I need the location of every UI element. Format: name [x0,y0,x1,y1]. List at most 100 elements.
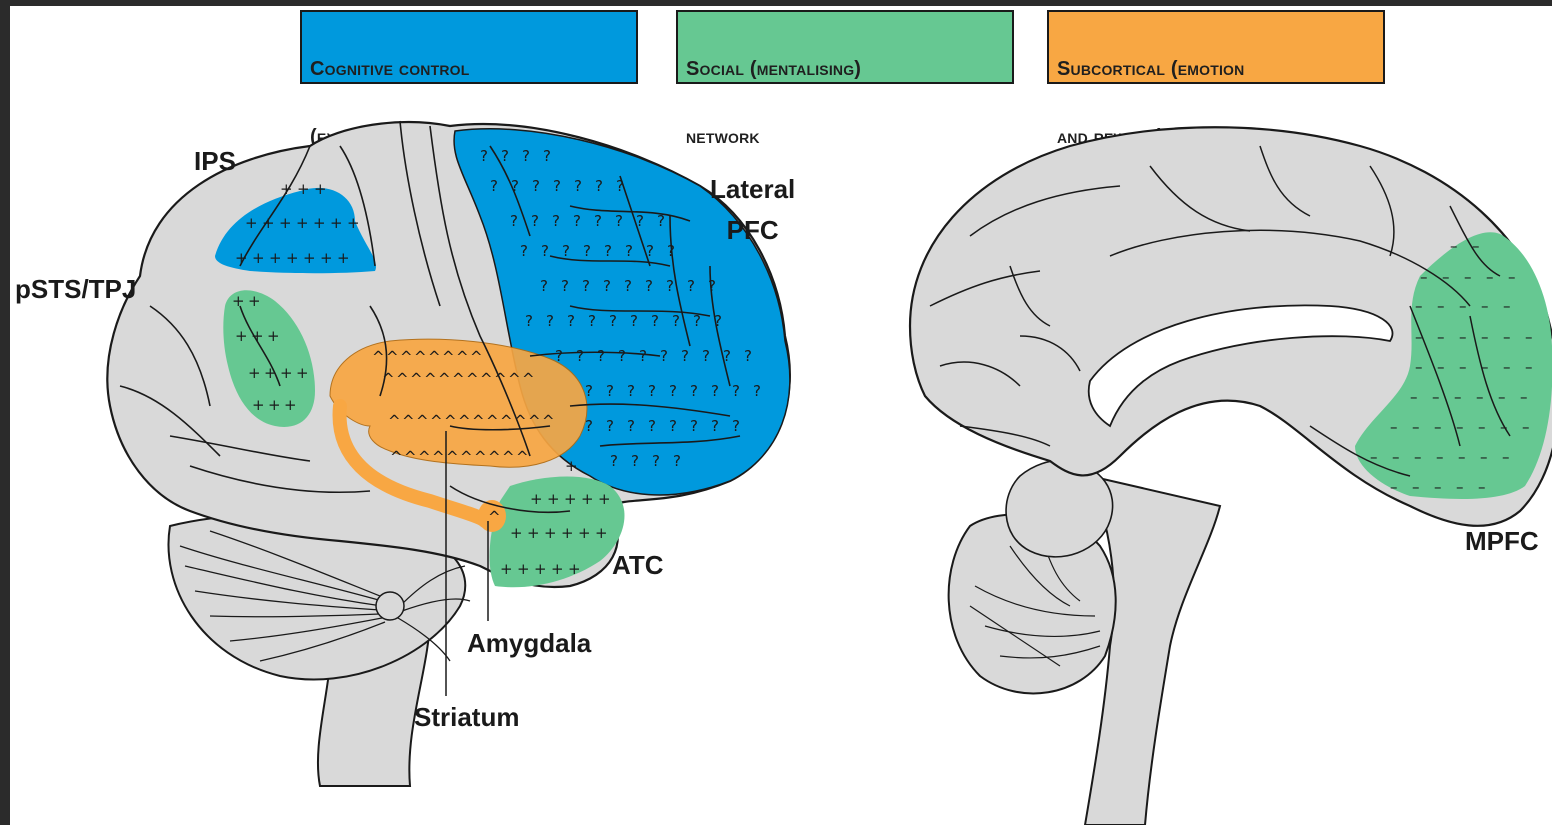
caret-glyph: ^ [438,370,451,388]
plus-glyph: + [534,560,547,578]
dash-glyph: – [1498,388,1506,406]
plus-glyph: + [280,180,293,198]
dash-glyph: – [1454,388,1462,406]
question-mark-glyph: ? [667,242,675,260]
caret-glyph: ^ [486,412,499,430]
question-mark-glyph: ? [543,147,551,165]
plus-glyph: + [517,560,530,578]
caret-glyph: ^ [418,448,431,466]
dash-glyph: – [1456,478,1464,496]
dash-glyph: – [1415,358,1423,376]
plus-glyph: + [269,249,282,267]
plus-glyph: + [267,327,280,345]
caret-glyph: ^ [480,370,493,388]
dash-glyph: – [1502,448,1510,466]
plus-glyph: + [544,524,557,542]
dash-glyph: – [1458,448,1466,466]
question-mark-glyph: ? [690,382,698,400]
caret-glyph: ^ [432,448,445,466]
plus-glyph: + [251,327,264,345]
plus-glyph: + [347,214,360,232]
question-mark-glyph: ? [555,347,563,365]
caret-glyph: ^ [456,348,469,366]
dash-glyph: – [1481,328,1489,346]
caret-glyph: ^ [542,412,555,430]
caret-glyph: ^ [460,448,473,466]
dash-glyph: – [1486,268,1494,286]
label-amygdala: Amygdala [467,628,591,658]
dash-glyph: – [1478,478,1486,496]
caret-glyph: ^ [522,370,535,388]
caret-glyph: ^ [528,412,541,430]
question-mark-glyph: ? [693,312,701,330]
plus-glyph: + [248,364,261,382]
question-mark-glyph: ? [540,277,548,295]
caret-glyph: ^ [514,412,527,430]
question-mark-glyph: ? [636,212,644,230]
plus-glyph: + [252,396,265,414]
question-mark-glyph: ? [690,417,698,435]
question-mark-glyph: ? [567,312,575,330]
plus-glyph: + [286,249,299,267]
question-mark-glyph: ? [561,277,569,295]
dash-glyph: – [1414,448,1422,466]
dash-glyph: – [1420,268,1428,286]
question-mark-glyph: ? [657,212,665,230]
dash-glyph: – [1415,297,1423,315]
caret-glyph: ^ [404,448,417,466]
dash-glyph: – [1456,418,1464,436]
plus-glyph: + [280,364,293,382]
question-mark-glyph: ? [673,452,681,470]
plus-glyph: + [262,214,275,232]
plus-glyph: + [547,490,560,508]
dash-glyph: – [1459,358,1467,376]
caret-glyph: ^ [466,370,479,388]
plus-glyph: + [232,292,245,310]
dash-glyph: – [1432,388,1440,406]
caret-glyph: ^ [428,348,441,366]
label-ips: IPS [194,146,236,176]
dash-glyph: – [1476,388,1484,406]
plus-glyph: + [330,214,343,232]
question-mark-glyph: ? [651,312,659,330]
question-mark-glyph: ? [639,347,647,365]
dash-glyph: – [1437,297,1445,315]
plus-glyph: + [598,490,611,508]
dash-glyph: – [1525,328,1533,346]
diagram-canvas: Cognitive control (executive) network So… [10,6,1552,825]
plus-glyph: + [568,560,581,578]
caret-glyph: ^ [400,348,413,366]
question-mark-glyph: ? [606,417,614,435]
caret-glyph: ^ [458,412,471,430]
plus-glyph: + [500,560,513,578]
question-mark-glyph: ? [753,382,761,400]
dash-glyph: – [1508,268,1516,286]
dash-glyph: – [1392,448,1400,466]
question-mark-glyph: ? [606,382,614,400]
question-mark-glyph: ? [645,277,653,295]
dash-glyph: – [1520,388,1528,406]
plus-glyph: + [235,327,248,345]
plus-glyph: + [303,249,316,267]
question-mark-glyph: ? [603,277,611,295]
dash-glyph: – [1503,297,1511,315]
dash-glyph: – [1436,448,1444,466]
question-mark-glyph: ? [595,177,603,195]
question-mark-glyph: ? [583,242,591,260]
question-mark-glyph: ? [604,242,612,260]
question-mark-glyph: ? [615,212,623,230]
question-mark-glyph: ? [582,277,590,295]
dash-glyph: – [1481,297,1489,315]
question-mark-glyph: ? [630,312,638,330]
question-mark-glyph: ? [552,212,560,230]
dash-glyph: – [1437,328,1445,346]
caret-glyph: ^ [446,448,459,466]
caret-glyph: ^ [424,370,437,388]
dash-glyph: – [1410,388,1418,406]
plus-glyph: + [284,396,297,414]
plus-glyph: + [296,214,309,232]
question-mark-glyph: ? [732,417,740,435]
question-mark-glyph: ? [627,382,635,400]
question-mark-glyph: ? [648,382,656,400]
question-mark-glyph: ? [681,347,689,365]
